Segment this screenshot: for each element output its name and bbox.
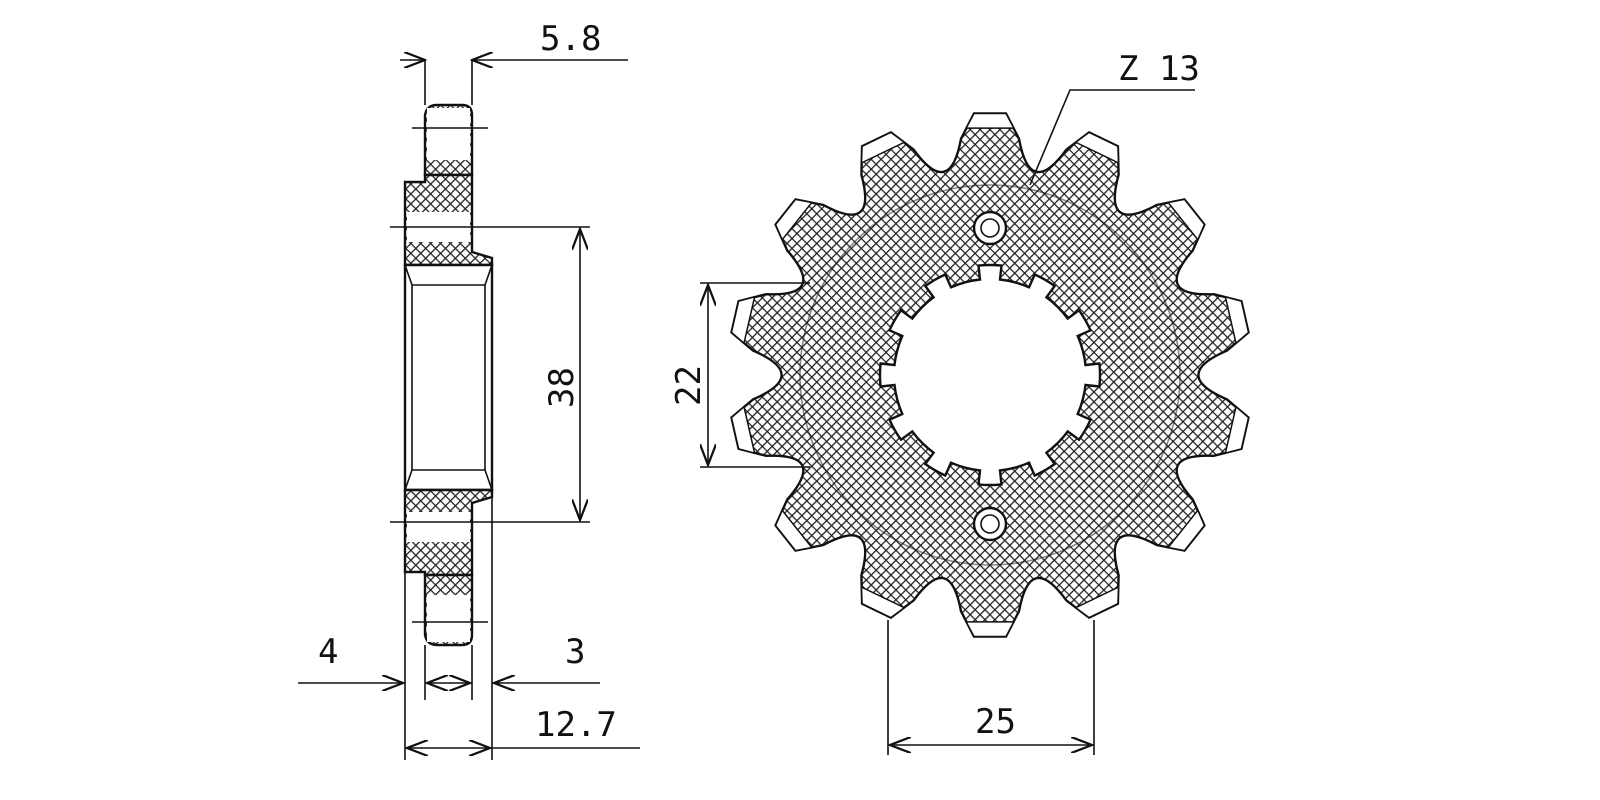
- tooth-tip: [730, 405, 756, 455]
- front-view: Z 13 22 25: [669, 49, 1250, 755]
- tooth-tip: [730, 295, 756, 345]
- dim-bore-diameter: 22: [669, 365, 709, 406]
- side-hub: [403, 263, 494, 492]
- dim-tooth-width: 5.8: [540, 19, 601, 59]
- spline-bore: [878, 263, 1102, 487]
- tooth-tip: [774, 508, 814, 552]
- tooth-tip: [860, 585, 906, 619]
- bolt-hole-bottom: [972, 506, 1008, 542]
- tooth-tip: [964, 621, 1016, 638]
- dim-bolt-spacing: 25: [975, 702, 1016, 742]
- side-view: 5.8 38 4 3 12.7: [298, 19, 640, 760]
- tooth-tip: [860, 131, 906, 165]
- tooth-tip: [1166, 508, 1206, 552]
- bolt-hole-top: [972, 210, 1008, 246]
- tooth-tip: [1166, 198, 1206, 242]
- tooth-tips: [730, 112, 1250, 638]
- tooth-tip: [774, 198, 814, 242]
- teeth-count-label: Z 13: [1118, 49, 1200, 89]
- hub-circle: [799, 184, 1181, 566]
- tooth-tip: [1074, 585, 1120, 619]
- tooth-tip: [1074, 131, 1120, 165]
- dim-hub-diameter: 38: [542, 367, 582, 408]
- tooth-tip: [964, 112, 1016, 129]
- dim-offset-right: 3: [565, 632, 585, 672]
- tooth-tip: [1224, 405, 1250, 455]
- tooth-tip: [1224, 295, 1250, 345]
- dim-offset-left: 4: [318, 632, 338, 672]
- dim-overall-width: 12.7: [535, 705, 617, 745]
